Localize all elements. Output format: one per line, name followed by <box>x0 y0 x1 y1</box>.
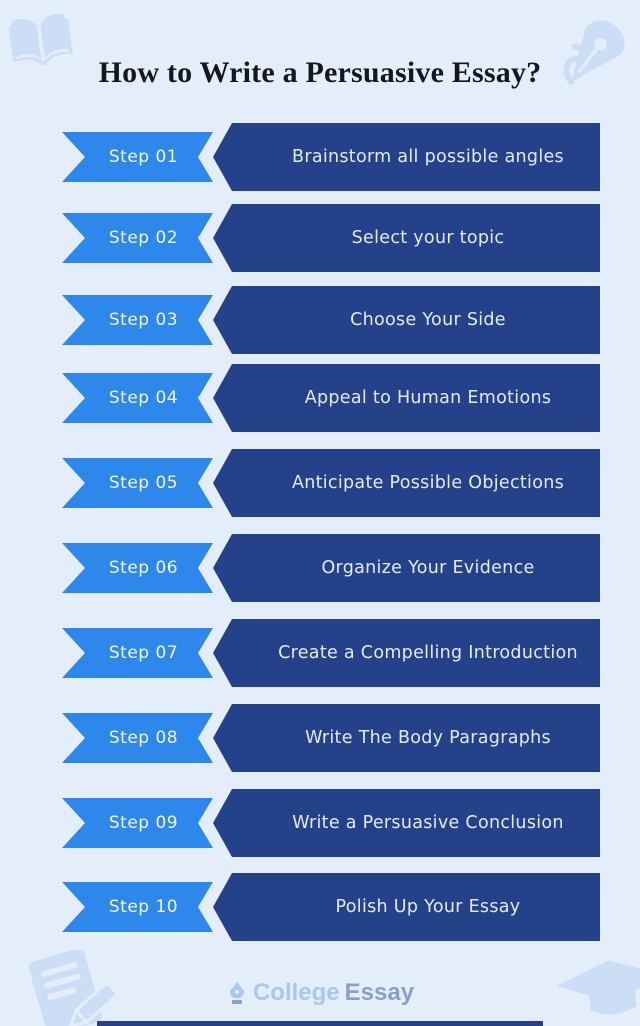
step-description-label: Appeal to Human Emotions <box>304 388 552 408</box>
step-row-2: Step 02 Select your topic <box>0 204 640 272</box>
step-description-banner: Write a Persuasive Conclusion <box>213 789 600 857</box>
page-title: How to Write a Persuasive Essay? <box>98 56 542 89</box>
step-description-banner: Write The Body Paragraphs <box>213 704 600 772</box>
step-number-ribbon: Step 06 <box>62 543 213 593</box>
step-description-banner: Polish Up Your Essay <box>213 873 600 941</box>
step-description-label: Organize Your Evidence <box>321 558 535 578</box>
step-number-ribbon: Step 02 <box>62 213 213 263</box>
step-description-label: Anticipate Possible Objections <box>291 473 565 493</box>
step-number-ribbon: Step 07 <box>62 628 213 678</box>
step-description-banner: Choose Your Side <box>213 286 600 354</box>
step-number-label: Step 02 <box>108 228 179 248</box>
step-number-label: Step 08 <box>108 728 179 748</box>
step-row-3: Step 03 Choose Your Side <box>0 286 640 354</box>
step-number-label: Step 03 <box>108 310 179 330</box>
step-number-ribbon: Step 09 <box>62 798 213 848</box>
logo-text-essay: Essay <box>344 979 415 1006</box>
step-number-ribbon: Step 08 <box>62 713 213 763</box>
step-description-label: Choose Your Side <box>350 310 506 330</box>
step-row-6: Step 06 Organize Your Evidence <box>0 534 640 602</box>
logo-text-college: College <box>252 979 340 1006</box>
step-row-10: Step 10 Polish Up Your Essay <box>0 873 640 941</box>
step-number-ribbon: Step 04 <box>62 373 213 423</box>
step-description-label: Polish Up Your Essay <box>335 897 521 917</box>
step-description-banner: Select your topic <box>213 204 600 272</box>
step-number-label: Step 01 <box>108 147 179 167</box>
step-row-1: Step 01 Brainstorm all possible angles <box>0 123 640 191</box>
step-number-label: Step 09 <box>108 813 179 833</box>
step-description-banner: Brainstorm all possible angles <box>213 123 600 191</box>
step-row-8: Step 08 Write The Body Paragraphs <box>0 704 640 772</box>
step-number-label: Step 06 <box>108 558 179 578</box>
footer-strip <box>97 1021 543 1026</box>
step-number-label: Step 05 <box>108 473 179 493</box>
step-number-ribbon: Step 03 <box>62 295 213 345</box>
step-number-label: Step 04 <box>108 388 179 408</box>
step-number-label: Step 07 <box>108 643 179 663</box>
step-description-banner: Create a Compelling Introduction <box>213 619 600 687</box>
step-description-banner: Organize Your Evidence <box>213 534 600 602</box>
pen-nib-logo-icon <box>229 981 244 1004</box>
step-number-ribbon: Step 10 <box>62 882 213 932</box>
step-description-banner: Anticipate Possible Objections <box>213 449 600 517</box>
step-number-label: Step 10 <box>108 897 179 917</box>
step-description-label: Write The Body Paragraphs <box>305 728 551 748</box>
step-number-ribbon: Step 01 <box>62 132 213 182</box>
step-description-banner: Appeal to Human Emotions <box>213 364 600 432</box>
step-description-label: Select your topic <box>351 228 505 248</box>
step-row-4: Step 04 Appeal to Human Emotions <box>0 364 640 432</box>
step-row-7: Step 07 Create a Compelling Introduction <box>0 619 640 687</box>
step-description-label: Brainstorm all possible angles <box>292 147 564 167</box>
step-description-label: Write a Persuasive Conclusion <box>292 813 564 833</box>
step-number-ribbon: Step 05 <box>62 458 213 508</box>
step-row-5: Step 05 Anticipate Possible Objections <box>0 449 640 517</box>
step-row-9: Step 09 Write a Persuasive Conclusion <box>0 789 640 857</box>
step-description-label: Create a Compelling Introduction <box>278 643 578 663</box>
